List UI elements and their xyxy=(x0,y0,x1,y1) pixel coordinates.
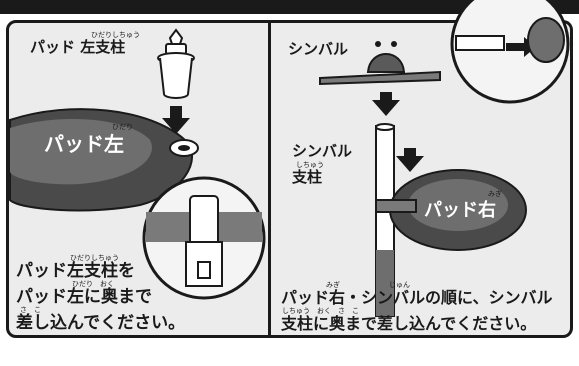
instruction-right-ruby-2: しちゅう おく さ こ xyxy=(282,307,359,315)
instruction-line: パッド左支柱を xyxy=(16,261,135,281)
instruction-left-ruby-3: さ こ xyxy=(20,306,41,314)
instruction-left-ruby-1: ひだりしちゅう xyxy=(70,254,119,262)
cymbal-post-label-line2: 支柱 xyxy=(292,168,323,186)
right-instruction-text: パッド右・シンバルの順に、シンバル 支柱に奥まで差し込んでください。 xyxy=(281,285,553,337)
left-post-label: パッド 左支柱 xyxy=(30,38,126,56)
pad-right-ruby: みぎ xyxy=(488,190,502,198)
left-pad xyxy=(9,108,199,212)
instruction-line: パッド右・シンバルの順に、シンバル xyxy=(281,288,553,307)
post-ruby: しちゅう xyxy=(296,161,324,169)
instruction-line: 差し込んでください。 xyxy=(16,313,186,333)
panel-divider xyxy=(268,20,271,338)
instruction-line: 支柱に奥まで差し込んでください。 xyxy=(281,314,537,333)
instruction-line: パッド左に奥まで xyxy=(16,287,152,307)
left-instruction-text: パッド左支柱を パッド左に奥まで 差し込んでください。 xyxy=(16,258,185,336)
part-label-ruby: ひだりしちゅう xyxy=(91,31,140,39)
instruction-left-ruby-2: ひだり おく xyxy=(72,280,114,288)
down-arrow-icon xyxy=(372,92,400,116)
left-post-part xyxy=(157,28,195,99)
right-pad xyxy=(375,169,527,251)
cymbal-part xyxy=(319,41,441,86)
cymbal-label: シンバル xyxy=(288,40,349,58)
pad-left-label: パッド左 xyxy=(44,132,124,156)
pad-right-label: パッド右 xyxy=(424,200,496,221)
cymbal-post-label-line1: シンバル xyxy=(292,142,353,160)
instruction-right-ruby-1: みぎ じゅん xyxy=(326,281,410,289)
left-zoom-detail xyxy=(142,176,266,300)
down-arrow-icon xyxy=(162,106,190,134)
header-strip xyxy=(0,0,579,14)
down-arrow-icon xyxy=(396,148,424,172)
right-zoom-detail xyxy=(450,0,570,104)
pad-left-ruby: ひだり xyxy=(112,123,133,131)
